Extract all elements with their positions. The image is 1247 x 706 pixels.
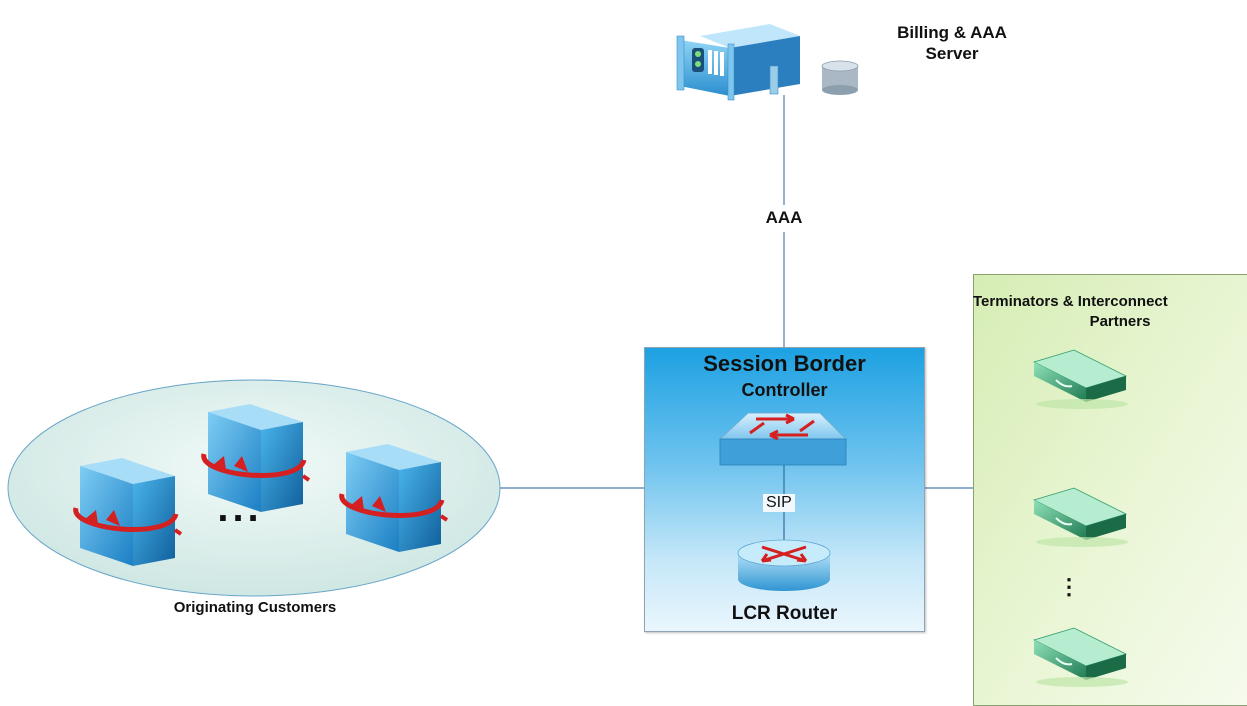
customers-ellipsis: ... bbox=[217, 486, 263, 530]
billing-server-label-line1: Billing & AAA bbox=[897, 23, 1007, 42]
sbc-icons bbox=[718, 412, 848, 591]
terminators-title-line2: Partners bbox=[1089, 313, 1151, 330]
terminators-vertical-ellipsis: ⋮ bbox=[1058, 574, 1080, 599]
partner-gateways bbox=[1032, 349, 1128, 687]
customer-server-icon bbox=[201, 404, 311, 512]
billing-server-label-line2: Server bbox=[925, 44, 979, 63]
customer-server-icon bbox=[73, 458, 183, 566]
gateway-icon bbox=[1032, 349, 1128, 409]
sbc-title-line2: Controller bbox=[741, 380, 828, 400]
router-icon bbox=[737, 539, 831, 591]
sbc-title-line1: Session Border bbox=[703, 351, 866, 376]
customer-server-icon bbox=[339, 444, 449, 552]
layer3-switch-icon bbox=[718, 412, 848, 466]
gateway-icon bbox=[1032, 487, 1128, 547]
rack-server-icon bbox=[676, 24, 800, 101]
terminators-title-line1: Terminators & Interconnect bbox=[973, 293, 1168, 310]
database-icon bbox=[821, 60, 859, 95]
sip-label: SIP bbox=[763, 494, 795, 512]
aaa-link-label: AAA bbox=[765, 208, 803, 227]
gateway-icon bbox=[1032, 627, 1128, 687]
terminators-area bbox=[973, 274, 1247, 706]
lcr-router-label: LCR Router bbox=[731, 603, 838, 624]
billing-server-label: Billing & AAA Server bbox=[872, 22, 1032, 64]
customers-label: Originating Customers bbox=[173, 599, 337, 616]
